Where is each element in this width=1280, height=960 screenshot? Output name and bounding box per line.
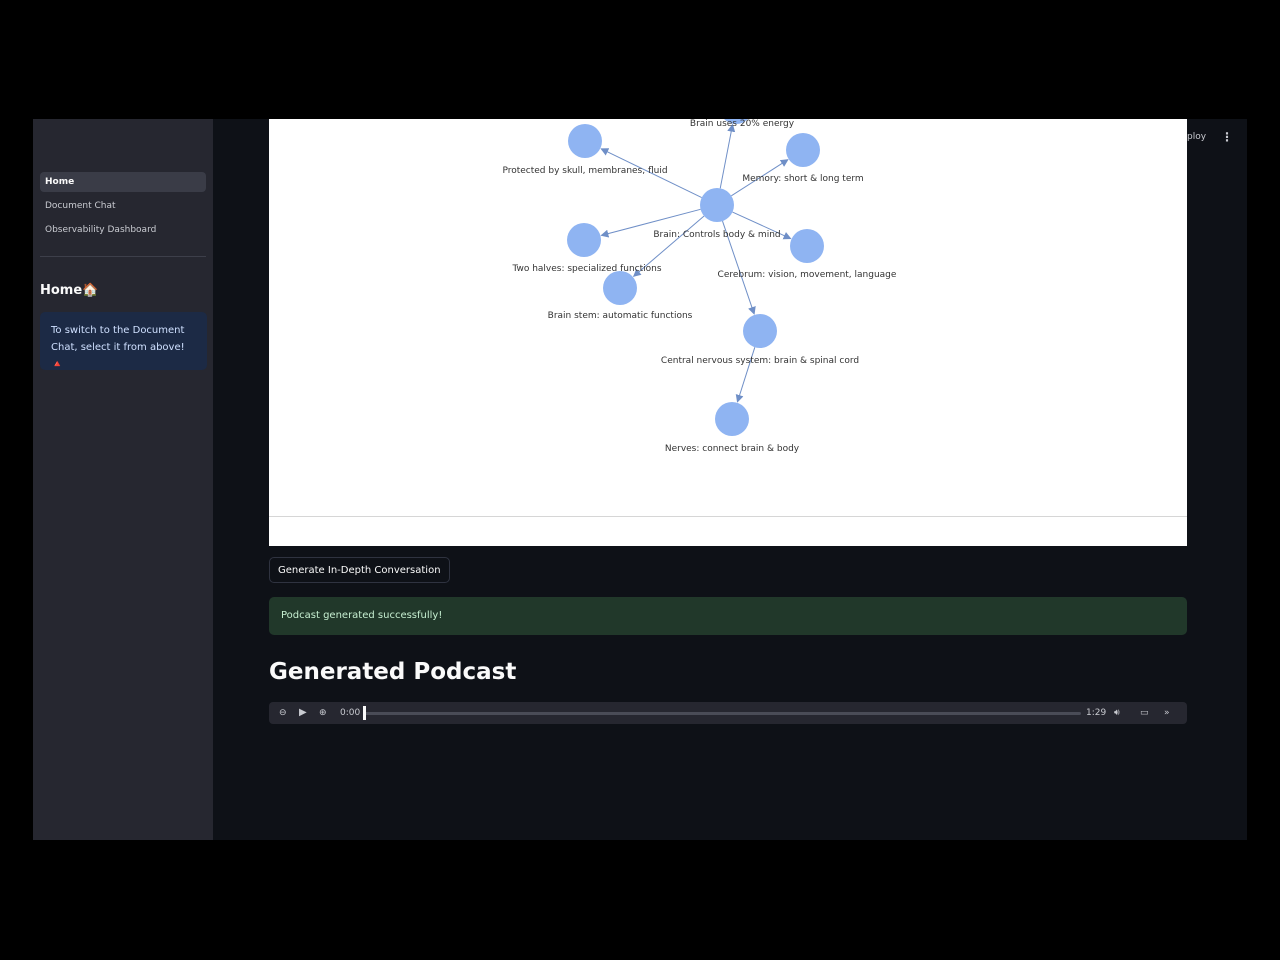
success-alert: Podcast generated successfully! (269, 597, 1187, 635)
graph-node (790, 229, 824, 263)
graph-node-label: Protected by skull, membranes, fluid (502, 166, 667, 176)
graph-node-label: Central nervous system: brain & spinal c… (661, 356, 859, 366)
graph-node-label: Two halves: specialized functions (511, 264, 661, 274)
volume-icon[interactable]: 🔊︎ (1114, 708, 1120, 718)
forward-icon[interactable]: ⊕ (319, 708, 327, 718)
graph-node-label: Brain stem: automatic functions (548, 311, 693, 321)
sidebar-item-home[interactable]: Home (40, 172, 206, 192)
graph-edge (632, 215, 705, 277)
graph-edge (731, 159, 789, 197)
audio-player: ⊖ ▶ ⊕ 0:00 1:29 🔊︎ ▭ » (269, 702, 1187, 724)
rewind-icon[interactable]: ⊖ (279, 708, 287, 718)
play-icon[interactable]: ▶ (299, 707, 307, 718)
graph-node (567, 223, 601, 257)
graph-node (568, 124, 602, 158)
graph-node (715, 402, 749, 436)
main-menu-icon[interactable]: ⋮ (1221, 130, 1233, 144)
graph-edge (722, 220, 756, 315)
sidebar-nav: Home Document Chat Observability Dashboa… (40, 172, 206, 244)
current-time: 0:00 (340, 708, 361, 718)
sidebar-page-title: Home🏠 (40, 283, 99, 298)
audio-progress-thumb[interactable] (363, 706, 366, 720)
graph-node (786, 133, 820, 167)
sidebar: Home Document Chat Observability Dashboa… (33, 119, 213, 840)
graph-node (700, 188, 734, 222)
podcast-heading: Generated Podcast (269, 659, 517, 685)
deploy-button[interactable]: ploy (1187, 132, 1207, 142)
graph-node-label: Nerves: connect brain & body (665, 444, 800, 454)
graph-node-label: Cerebrum: vision, movement, language (718, 270, 897, 280)
graph-edge (600, 148, 702, 199)
graph-edge (735, 347, 756, 403)
graph-edge (719, 123, 736, 189)
card-divider (269, 516, 1187, 517)
duration-time: 1:29 (1086, 708, 1107, 718)
sidebar-divider (40, 256, 206, 257)
more-options-icon[interactable]: » (1164, 708, 1170, 718)
sidebar-item-document-chat[interactable]: Document Chat (45, 201, 116, 211)
graph-node (723, 119, 749, 124)
graph-node (743, 314, 777, 348)
sidebar-item-observability-dashboard[interactable]: Observability Dashboard (45, 225, 157, 235)
graph-edge (732, 211, 792, 240)
graph-node-label: Brain: Controls body & mind (653, 230, 780, 240)
graph-edge (600, 208, 701, 238)
graph-node (603, 271, 637, 305)
graph-node-label: Brain uses 20% energy (690, 119, 795, 129)
cast-icon[interactable]: ▭ (1140, 708, 1149, 718)
app-window: Home Document Chat Observability Dashboa… (33, 119, 1247, 840)
generate-conversation-button[interactable]: Generate In-Depth Conversation (269, 557, 450, 583)
sidebar-info-box: To switch to the Document Chat, select i… (40, 312, 207, 370)
graph-node-label: Memory: short & long term (742, 174, 863, 184)
audio-progress-track[interactable] (363, 712, 1081, 715)
